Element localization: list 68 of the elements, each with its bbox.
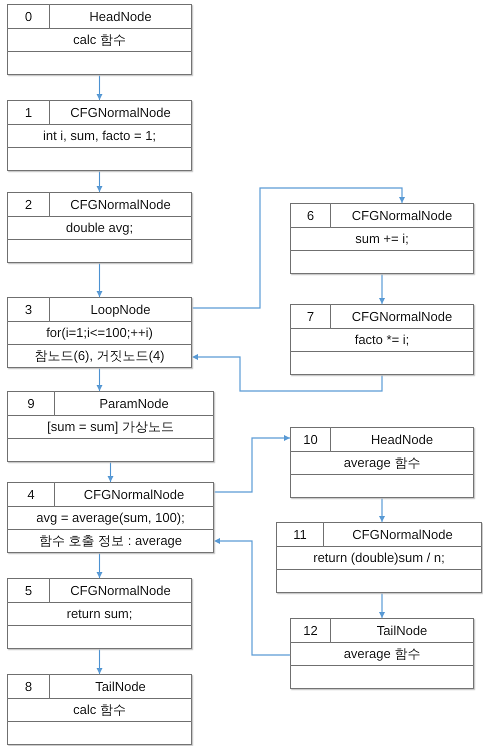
node-box	[7, 674, 192, 745]
node-box	[7, 4, 192, 75]
arrow	[96, 171, 102, 192]
node-code: average 함수	[344, 454, 420, 472]
node-number: 3	[8, 298, 50, 321]
node-type: HeadNode	[88, 8, 153, 26]
arrow	[379, 593, 385, 618]
node-number: 6	[291, 204, 331, 227]
node-code: average 함수	[344, 645, 420, 664]
arrow	[214, 435, 290, 493]
node-type: CFGNormalNode	[351, 526, 454, 544]
node-number: 1	[8, 101, 50, 124]
node-box	[276, 522, 482, 593]
node-number: 11	[277, 523, 324, 546]
arrow	[108, 462, 114, 482]
node-type: CFGNormalNode	[350, 308, 454, 326]
node-type: CFGNormalNode	[69, 196, 172, 214]
node-number: 9	[8, 392, 55, 415]
node-code: sum += i;	[355, 230, 409, 248]
node-type: HeadNode	[370, 430, 434, 449]
node-code: for(i=1;i<=100;++i)	[46, 324, 153, 342]
node-code: [sum = sum] 가상노드	[47, 418, 174, 436]
node-box	[7, 100, 192, 171]
node-number: 0	[8, 5, 50, 28]
node-type: CFGNormalNode	[69, 104, 172, 122]
arrow	[379, 274, 385, 304]
node-box	[290, 304, 474, 375]
node-code: return (double)sum / n;	[313, 549, 445, 568]
node-number: 10	[291, 428, 331, 451]
node-box	[290, 203, 474, 274]
node-code: return sum;	[66, 605, 132, 624]
arrow	[96, 75, 102, 100]
node-type: TailNode	[94, 678, 147, 696]
node-number: 8	[8, 675, 50, 698]
node-type: TailNode	[376, 622, 428, 640]
arrow	[379, 498, 385, 522]
arrow	[192, 187, 405, 309]
arrow	[96, 368, 102, 391]
node-box	[7, 578, 192, 649]
arrow	[214, 538, 290, 656]
arrow	[96, 649, 102, 674]
node-box	[290, 618, 474, 689]
node-box	[290, 427, 474, 498]
node-number: 2	[8, 193, 50, 216]
node-type: CFGNormalNode	[69, 582, 172, 600]
node-type: LoopNode	[90, 300, 152, 319]
node-number: 4	[8, 483, 55, 506]
node-number: 5	[8, 579, 50, 602]
node-number: 7	[291, 305, 331, 328]
node-code: 참노드(6), 거짓노드(4)	[34, 347, 164, 366]
node-code: facto *= i;	[354, 331, 410, 350]
node-code: double avg;	[66, 219, 134, 238]
node-box	[7, 297, 192, 368]
node-box	[7, 391, 214, 462]
arrow	[96, 263, 102, 297]
node-box	[7, 192, 192, 263]
node-number: 12	[291, 619, 331, 642]
node-code: int i, sum, facto = 1;	[42, 127, 156, 146]
node-code: 함수 호출 정보 : average	[38, 532, 182, 550]
node-type: CFGNormalNode	[350, 206, 454, 225]
node-code: calc 함수	[73, 701, 126, 720]
node-box	[7, 482, 214, 553]
arrow	[96, 553, 102, 578]
node-type: CFGNormalNode	[82, 486, 186, 504]
node-code: avg = average(sum, 100);	[36, 509, 185, 528]
arrow	[192, 354, 383, 392]
node-type: ParamNode	[98, 394, 170, 413]
node-code: calc 함수	[73, 31, 126, 50]
